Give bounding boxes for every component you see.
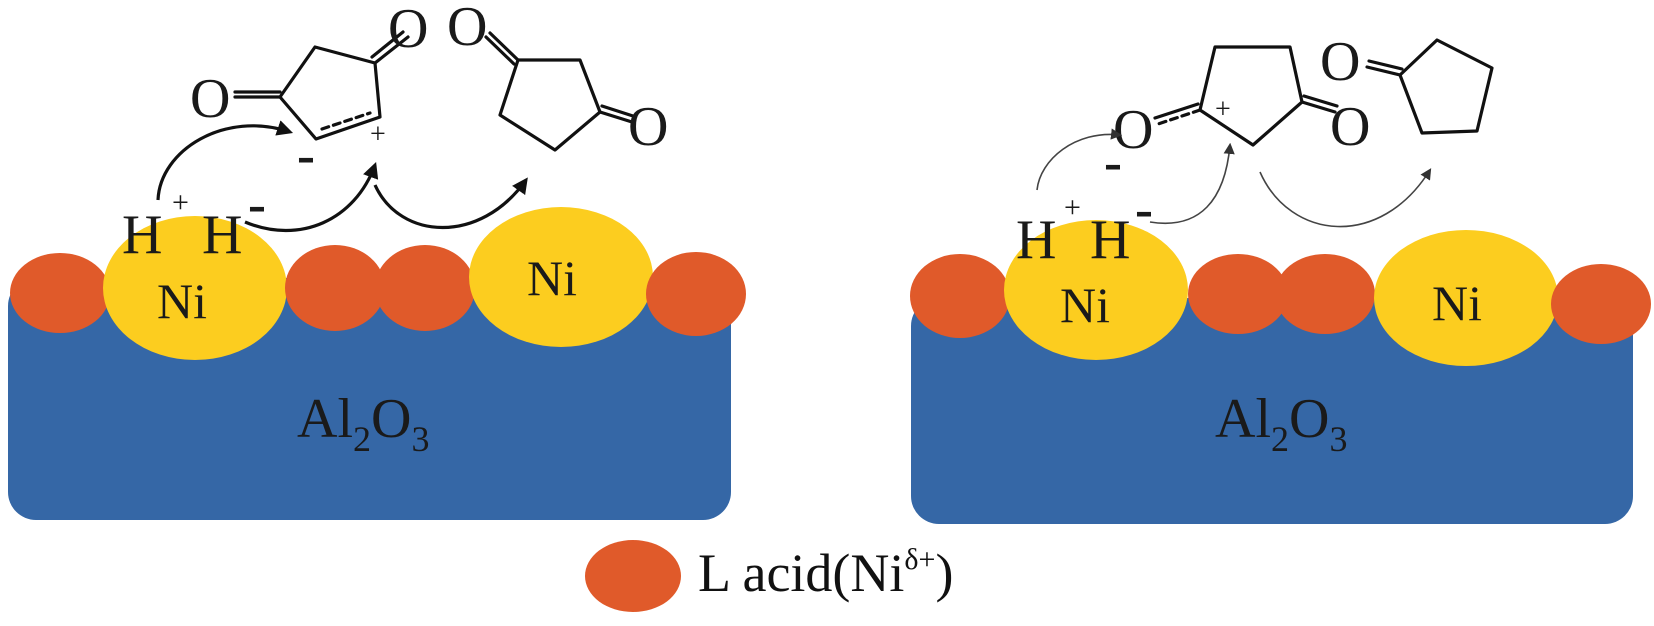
left-molecule-product: O O	[447, 0, 668, 158]
left-arrow-desorption	[373, 177, 528, 229]
right-arrow-desorption	[1259, 168, 1432, 228]
right-anion-sign: -	[1104, 132, 1122, 192]
left-lewis-acid-site	[375, 245, 475, 331]
right-carbocation-sign: +	[1215, 94, 1231, 125]
left-lewis-acid-site	[10, 253, 110, 333]
right-ni-label-1: Ni	[1060, 277, 1110, 333]
right-lewis-acid-site	[1551, 264, 1651, 344]
right-h-plus-sign: +	[1064, 191, 1081, 224]
left-oxygen-2: O	[388, 0, 428, 60]
left-carbocation-sign: +	[370, 119, 386, 150]
right-h-minus: H	[1090, 209, 1130, 271]
legend-superscript: δ+	[904, 543, 936, 576]
legend-label: L acid(Niδ+)	[698, 542, 953, 604]
left-al2o3-label: Al2O3	[297, 388, 429, 459]
left-arrow-h-minus-to-carbocation	[244, 161, 379, 232]
right-h-plus: H	[1016, 209, 1056, 271]
right-oxygen-2: O	[1330, 96, 1370, 158]
left-anion-sign: -	[297, 125, 315, 185]
left-ni-label-1: Ni	[157, 273, 207, 329]
left-h-minus: H	[202, 204, 242, 266]
right-h-minus-sign: -	[1135, 179, 1153, 239]
right-al2o3-label: Al2O3	[1215, 388, 1347, 459]
left-ni-label-2: Ni	[527, 250, 577, 306]
left-oxygen-3: O	[447, 0, 487, 58]
right-arrow-h-plus-to-oxygen	[1036, 128, 1123, 191]
right-lewis-acid-site	[1275, 254, 1375, 334]
right-ni-particle-1	[1004, 220, 1188, 360]
left-lewis-acid-site	[285, 245, 385, 331]
right-panel: Ni Ni H + H - Al2O3 O O + - O	[910, 31, 1651, 524]
right-lewis-acid-site	[1188, 254, 1288, 334]
left-oxygen-1: O	[190, 68, 230, 130]
left-oxygen-4: O	[628, 96, 668, 158]
left-ni-particle-1	[103, 216, 287, 360]
left-ni-particle-2	[469, 207, 653, 347]
legend-text-main: L acid(Ni	[698, 543, 905, 603]
right-arrow-h-minus-to-carbocation	[1149, 142, 1235, 224]
left-lewis-acid-site	[646, 252, 746, 336]
left-h-minus-sign: -	[248, 174, 266, 234]
legend: L acid(Niδ+)	[585, 540, 1005, 620]
left-h-plus-sign: +	[172, 186, 189, 219]
left-h-plus: H	[122, 204, 162, 266]
right-oxygen-3: O	[1320, 31, 1360, 93]
right-ni-label-2: Ni	[1432, 275, 1482, 331]
legend-closing: )	[935, 543, 954, 603]
right-molecule-product: O	[1320, 31, 1494, 135]
lewis-acid-legend-swatch	[585, 540, 681, 612]
left-panel: Ni Ni H + H - Al2O3 O O + -	[8, 0, 746, 520]
left-molecule-intermediate: O O + -	[190, 0, 428, 185]
right-ni-particle-2	[1374, 230, 1558, 366]
left-arrow-h-plus-to-oxygen	[156, 120, 294, 201]
right-lewis-acid-site	[910, 254, 1010, 338]
